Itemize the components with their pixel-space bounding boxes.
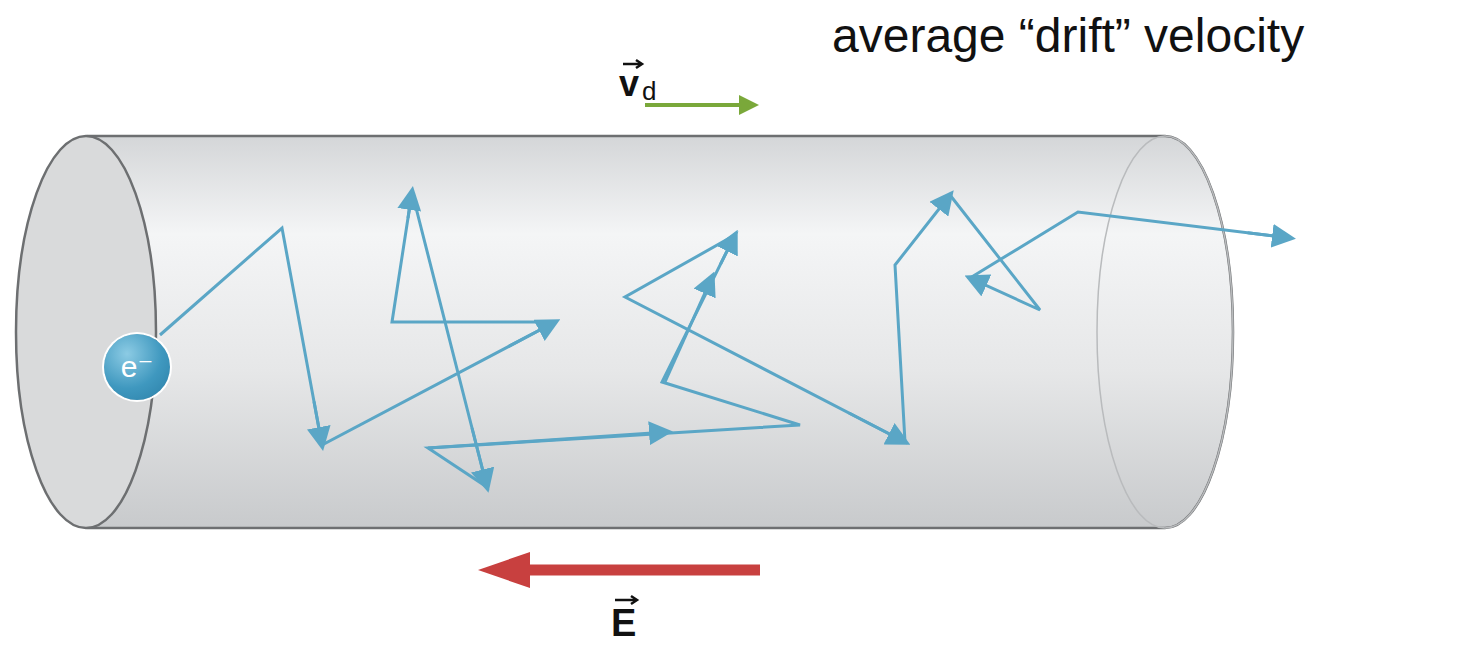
path-arrowhead [1248,233,1290,238]
zigzag-line [160,192,1290,487]
path-arrowhead [472,428,487,487]
path-arrowhead [970,278,984,284]
vector-bar [623,63,640,66]
vector-bar [615,599,635,602]
drift-arrow [645,103,755,107]
path-arrowhead [428,432,667,448]
electron-ball: e⁻ [104,334,170,400]
path-arrowhead [665,277,712,382]
path-arrowhead [849,413,905,442]
electron-symbol: e⁻ [121,352,154,382]
cylinder-body [88,136,1233,528]
field-arrow [520,565,760,576]
electron-path [160,192,1290,487]
path-arrowhead [720,235,735,264]
cylinder-near-end [16,136,156,528]
vector-symbol: E [611,604,636,642]
path-arrowhead [314,402,322,445]
subscript: d [642,78,656,104]
path-arrowhead [508,322,555,347]
field-arrowhead [478,552,530,588]
caption-text: average “drift” velocity [832,12,1304,60]
cylinder-far-end [1097,136,1233,528]
vector-head [631,596,637,604]
path-arrowhead [408,192,412,218]
vector-symbol: v [619,66,639,102]
path-arrowhead [939,195,950,209]
